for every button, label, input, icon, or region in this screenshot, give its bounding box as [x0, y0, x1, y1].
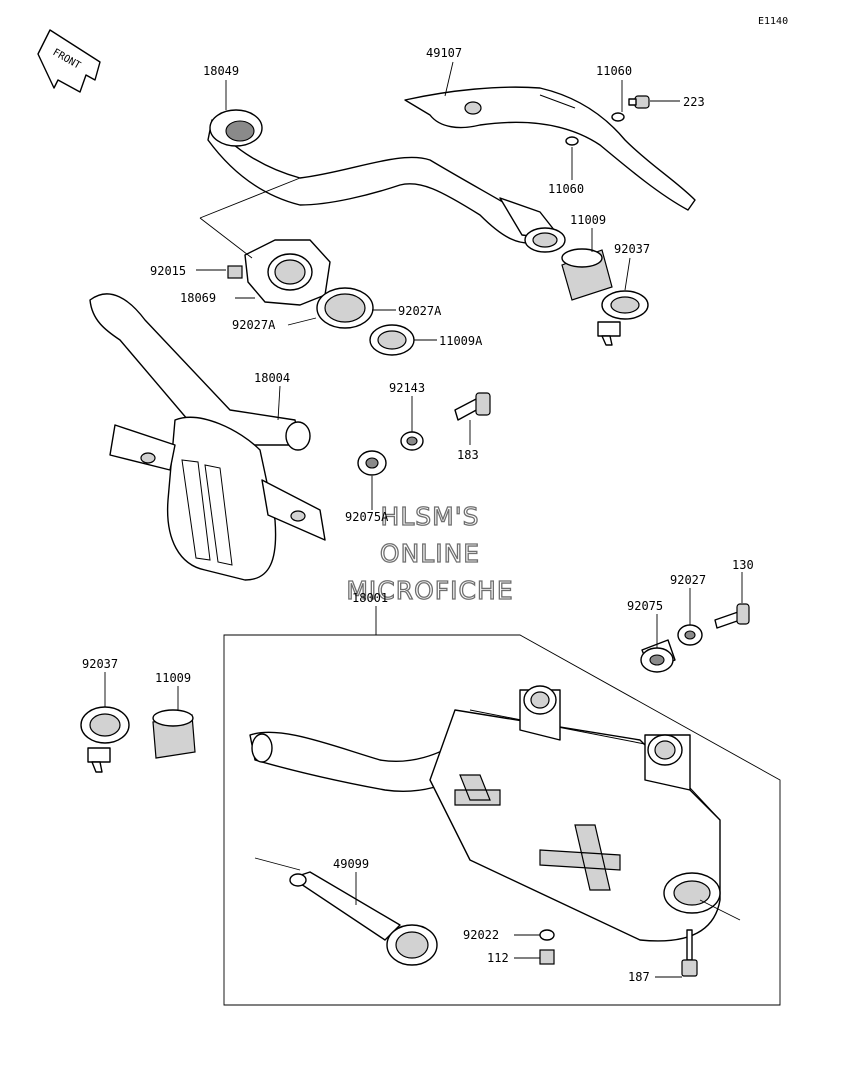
- label-223: 223: [683, 95, 705, 109]
- label-11009-top: 11009: [570, 213, 606, 227]
- washer-11060-top: [611, 112, 625, 122]
- heat-guard-49107: [404, 86, 696, 211]
- bolt-130: [714, 603, 750, 629]
- bolt-112: [539, 949, 555, 965]
- label-92037-bottom: 92037: [82, 657, 118, 671]
- ring-92027A: [316, 287, 374, 329]
- label-49107: 49107: [426, 46, 462, 60]
- front-arrow-icon: FRONT: [37, 29, 101, 93]
- washer-11060-mid: [565, 136, 579, 146]
- flange-18069: [244, 239, 331, 306]
- exhaust-pipe-18049: [207, 109, 566, 253]
- bolt-183: [454, 392, 491, 421]
- nut-92015: [227, 265, 243, 279]
- muffler-18001: [249, 685, 721, 942]
- leader-lines: [104, 61, 743, 978]
- label-92027: 92027: [670, 573, 706, 587]
- label-183: 183: [457, 448, 479, 462]
- label-187: 187: [628, 970, 650, 984]
- label-92015: 92015: [150, 264, 186, 278]
- label-18049: 18049: [203, 64, 239, 78]
- washer-92022: [539, 929, 555, 941]
- label-11009A: 11009A: [439, 334, 483, 348]
- gasket-11009-top: [561, 248, 613, 301]
- grommet-92075A: [357, 450, 387, 476]
- label-92075A: 92075A: [345, 510, 389, 524]
- watermark-line-3: MICROFICHE: [346, 576, 513, 605]
- label-130: 130: [732, 558, 754, 572]
- pipe-18004: [89, 293, 326, 581]
- label-49099: 49099: [333, 857, 369, 871]
- watermark-line-1: HLSM'S: [381, 502, 480, 531]
- label-11009-bottom: 11009: [155, 671, 191, 685]
- label-18001: 18001: [352, 591, 388, 605]
- grommet-92075: [640, 639, 676, 673]
- clamp-92037-top: [597, 290, 649, 346]
- spark-arrester-49099: [254, 857, 438, 966]
- label-18004: 18004: [254, 371, 290, 385]
- label-11060-mid: 11060: [548, 182, 584, 196]
- watermark-line-2: ONLINE: [380, 539, 480, 568]
- bolt-223: [628, 95, 650, 109]
- muffler-assembly-frame: [223, 634, 781, 1006]
- gasket-11009-bottom: [152, 709, 196, 759]
- label-92075: 92075: [627, 599, 663, 613]
- collar-92143: [400, 431, 424, 451]
- bolt-187: [681, 929, 698, 977]
- label-92027A-left: 92027A: [232, 318, 276, 332]
- label-18069: 18069: [180, 291, 216, 305]
- diagram-ref-code: E1140: [758, 16, 788, 27]
- washer-92027: [677, 624, 703, 646]
- label-11060-top: 11060: [596, 64, 632, 78]
- label-92027A-right: 92027A: [398, 304, 442, 318]
- gasket-11009A: [369, 324, 415, 356]
- clamp-92037-bottom: [80, 706, 130, 773]
- label-92143: 92143: [389, 381, 425, 395]
- label-92037-top: 92037: [614, 242, 650, 256]
- label-92022: 92022: [463, 928, 499, 942]
- label-112: 112: [487, 951, 509, 965]
